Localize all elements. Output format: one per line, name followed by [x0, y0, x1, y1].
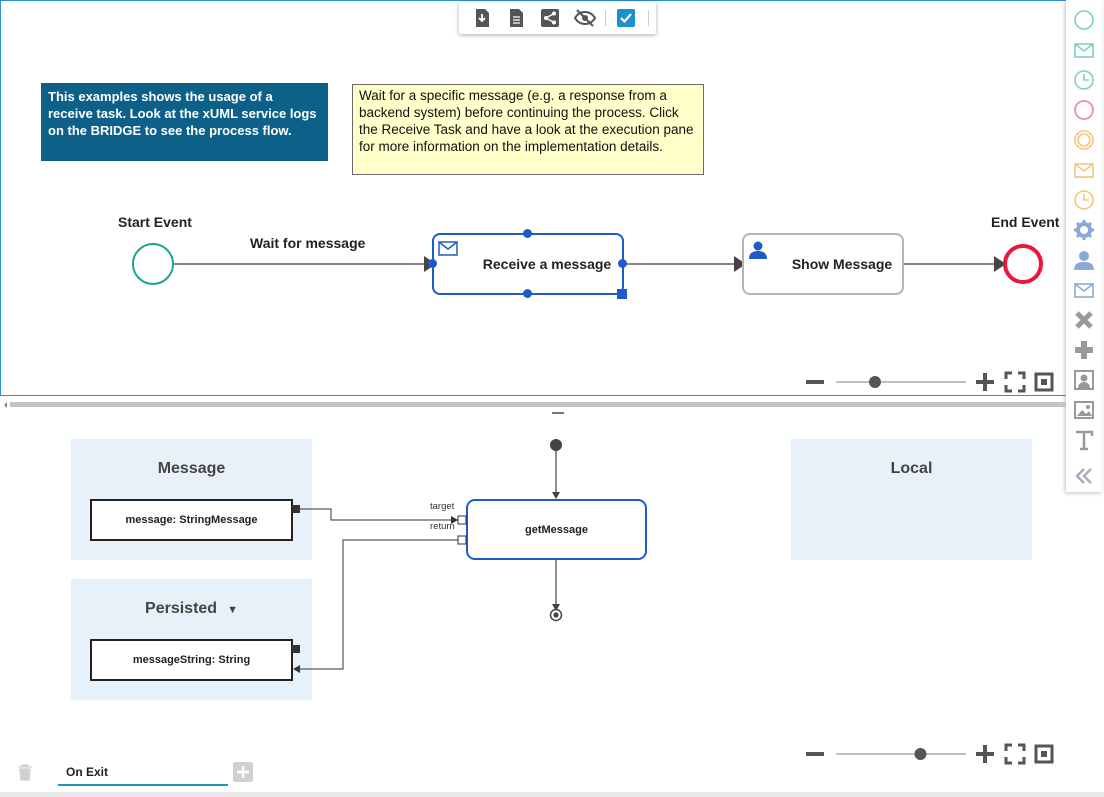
message-panel-title: Message — [157, 460, 226, 477]
bottom-border — [0, 792, 1104, 797]
pane-splitter[interactable] — [0, 398, 1066, 416]
exclusive-gateway-icon[interactable] — [1073, 309, 1095, 331]
resize-handle-bottom[interactable] — [523, 289, 532, 298]
bottom-zoom-controls — [806, 742, 1056, 766]
pool-icon[interactable] — [1073, 369, 1095, 391]
fit-icon[interactable] — [1034, 744, 1054, 764]
resize-handle-left[interactable] — [428, 259, 437, 268]
start-event[interactable] — [132, 243, 174, 285]
element-palette — [1066, 0, 1102, 492]
process-canvas[interactable] — [0, 0, 1102, 396]
operation-label: getMessage — [525, 523, 588, 536]
download-icon[interactable] — [472, 8, 492, 28]
tab-on-exit[interactable]: On Exit — [58, 762, 228, 786]
service-task-icon[interactable] — [1073, 219, 1095, 241]
start-event-label: Start Event — [118, 214, 192, 230]
canvas-toolbar — [459, 2, 656, 34]
end-event-label: End Event — [991, 214, 1060, 230]
operation-node[interactable]: getMessage — [466, 499, 647, 560]
zoom-in-icon[interactable] — [976, 745, 994, 763]
trash-icon[interactable] — [16, 763, 34, 781]
description-annotation[interactable]: Wait for a specific message (e.g. a resp… — [352, 84, 704, 175]
user-task-icon[interactable] — [1073, 249, 1095, 271]
user-icon — [749, 241, 767, 259]
receive-task-icon[interactable] — [1073, 279, 1095, 301]
envelope-icon — [438, 241, 458, 256]
local-panel: Local — [791, 439, 1032, 560]
zoom-out-icon[interactable] — [806, 380, 824, 384]
message-variable[interactable]: message: StringMessage — [90, 499, 293, 541]
end-event-icon[interactable] — [1073, 99, 1095, 121]
resize-handle-top[interactable] — [523, 229, 532, 238]
persisted-variable-label: messageString: String — [132, 654, 251, 666]
fullscreen-icon[interactable] — [1004, 743, 1026, 765]
zoom-in-icon[interactable] — [976, 373, 994, 391]
message-variable-label: message: StringMessage — [125, 514, 258, 526]
message-start-icon[interactable] — [1073, 39, 1095, 61]
connect-handle[interactable] — [617, 289, 627, 299]
user-task[interactable]: Show Message — [742, 233, 904, 295]
resize-handle-right[interactable] — [618, 259, 627, 268]
end-event[interactable] — [1003, 244, 1043, 284]
process-diagram — [132, 243, 1043, 285]
receive-task-label: Receive a message — [482, 256, 612, 272]
info-annotation[interactable]: This examples shows the usage of a recei… — [41, 83, 328, 161]
mapping-connectors — [292, 439, 563, 673]
top-zoom-controls — [806, 370, 1056, 394]
persisted-variable[interactable]: messageString: String — [90, 639, 293, 681]
fit-icon[interactable] — [1034, 372, 1054, 392]
persisted-panel-title[interactable]: Persisted▼ — [145, 600, 238, 617]
flow-label: Wait for message — [250, 235, 366, 251]
zoom-slider[interactable] — [914, 748, 927, 760]
fullscreen-icon[interactable] — [1004, 371, 1026, 393]
document-icon[interactable] — [506, 8, 526, 28]
hide-icon[interactable] — [573, 8, 597, 28]
port-return-label: return — [430, 521, 455, 532]
share-icon[interactable] — [540, 8, 560, 28]
timer-start-icon[interactable] — [1073, 69, 1095, 91]
chevron-down-icon[interactable]: ▼ — [227, 604, 238, 616]
receive-task[interactable]: Receive a message — [432, 233, 624, 295]
zoom-out-icon[interactable] — [806, 752, 824, 756]
collapse-icon[interactable] — [1073, 465, 1095, 487]
zoom-slider[interactable] — [869, 376, 881, 388]
message-intermediate-icon[interactable] — [1073, 159, 1095, 181]
initial-node[interactable] — [550, 439, 562, 451]
text-icon[interactable] — [1073, 429, 1095, 451]
user-task-label: Show Message — [791, 256, 893, 272]
parallel-gateway-icon[interactable] — [1073, 339, 1095, 361]
local-panel-title: Local — [890, 460, 933, 477]
intermediate-event-icon[interactable] — [1073, 129, 1095, 151]
start-event-icon[interactable] — [1073, 9, 1095, 31]
port-target-label: target — [430, 501, 455, 512]
checkbox-icon[interactable] — [616, 8, 636, 28]
image-icon[interactable] — [1073, 399, 1095, 421]
timer-intermediate-icon[interactable] — [1073, 189, 1095, 211]
add-tab-icon[interactable] — [232, 761, 254, 783]
